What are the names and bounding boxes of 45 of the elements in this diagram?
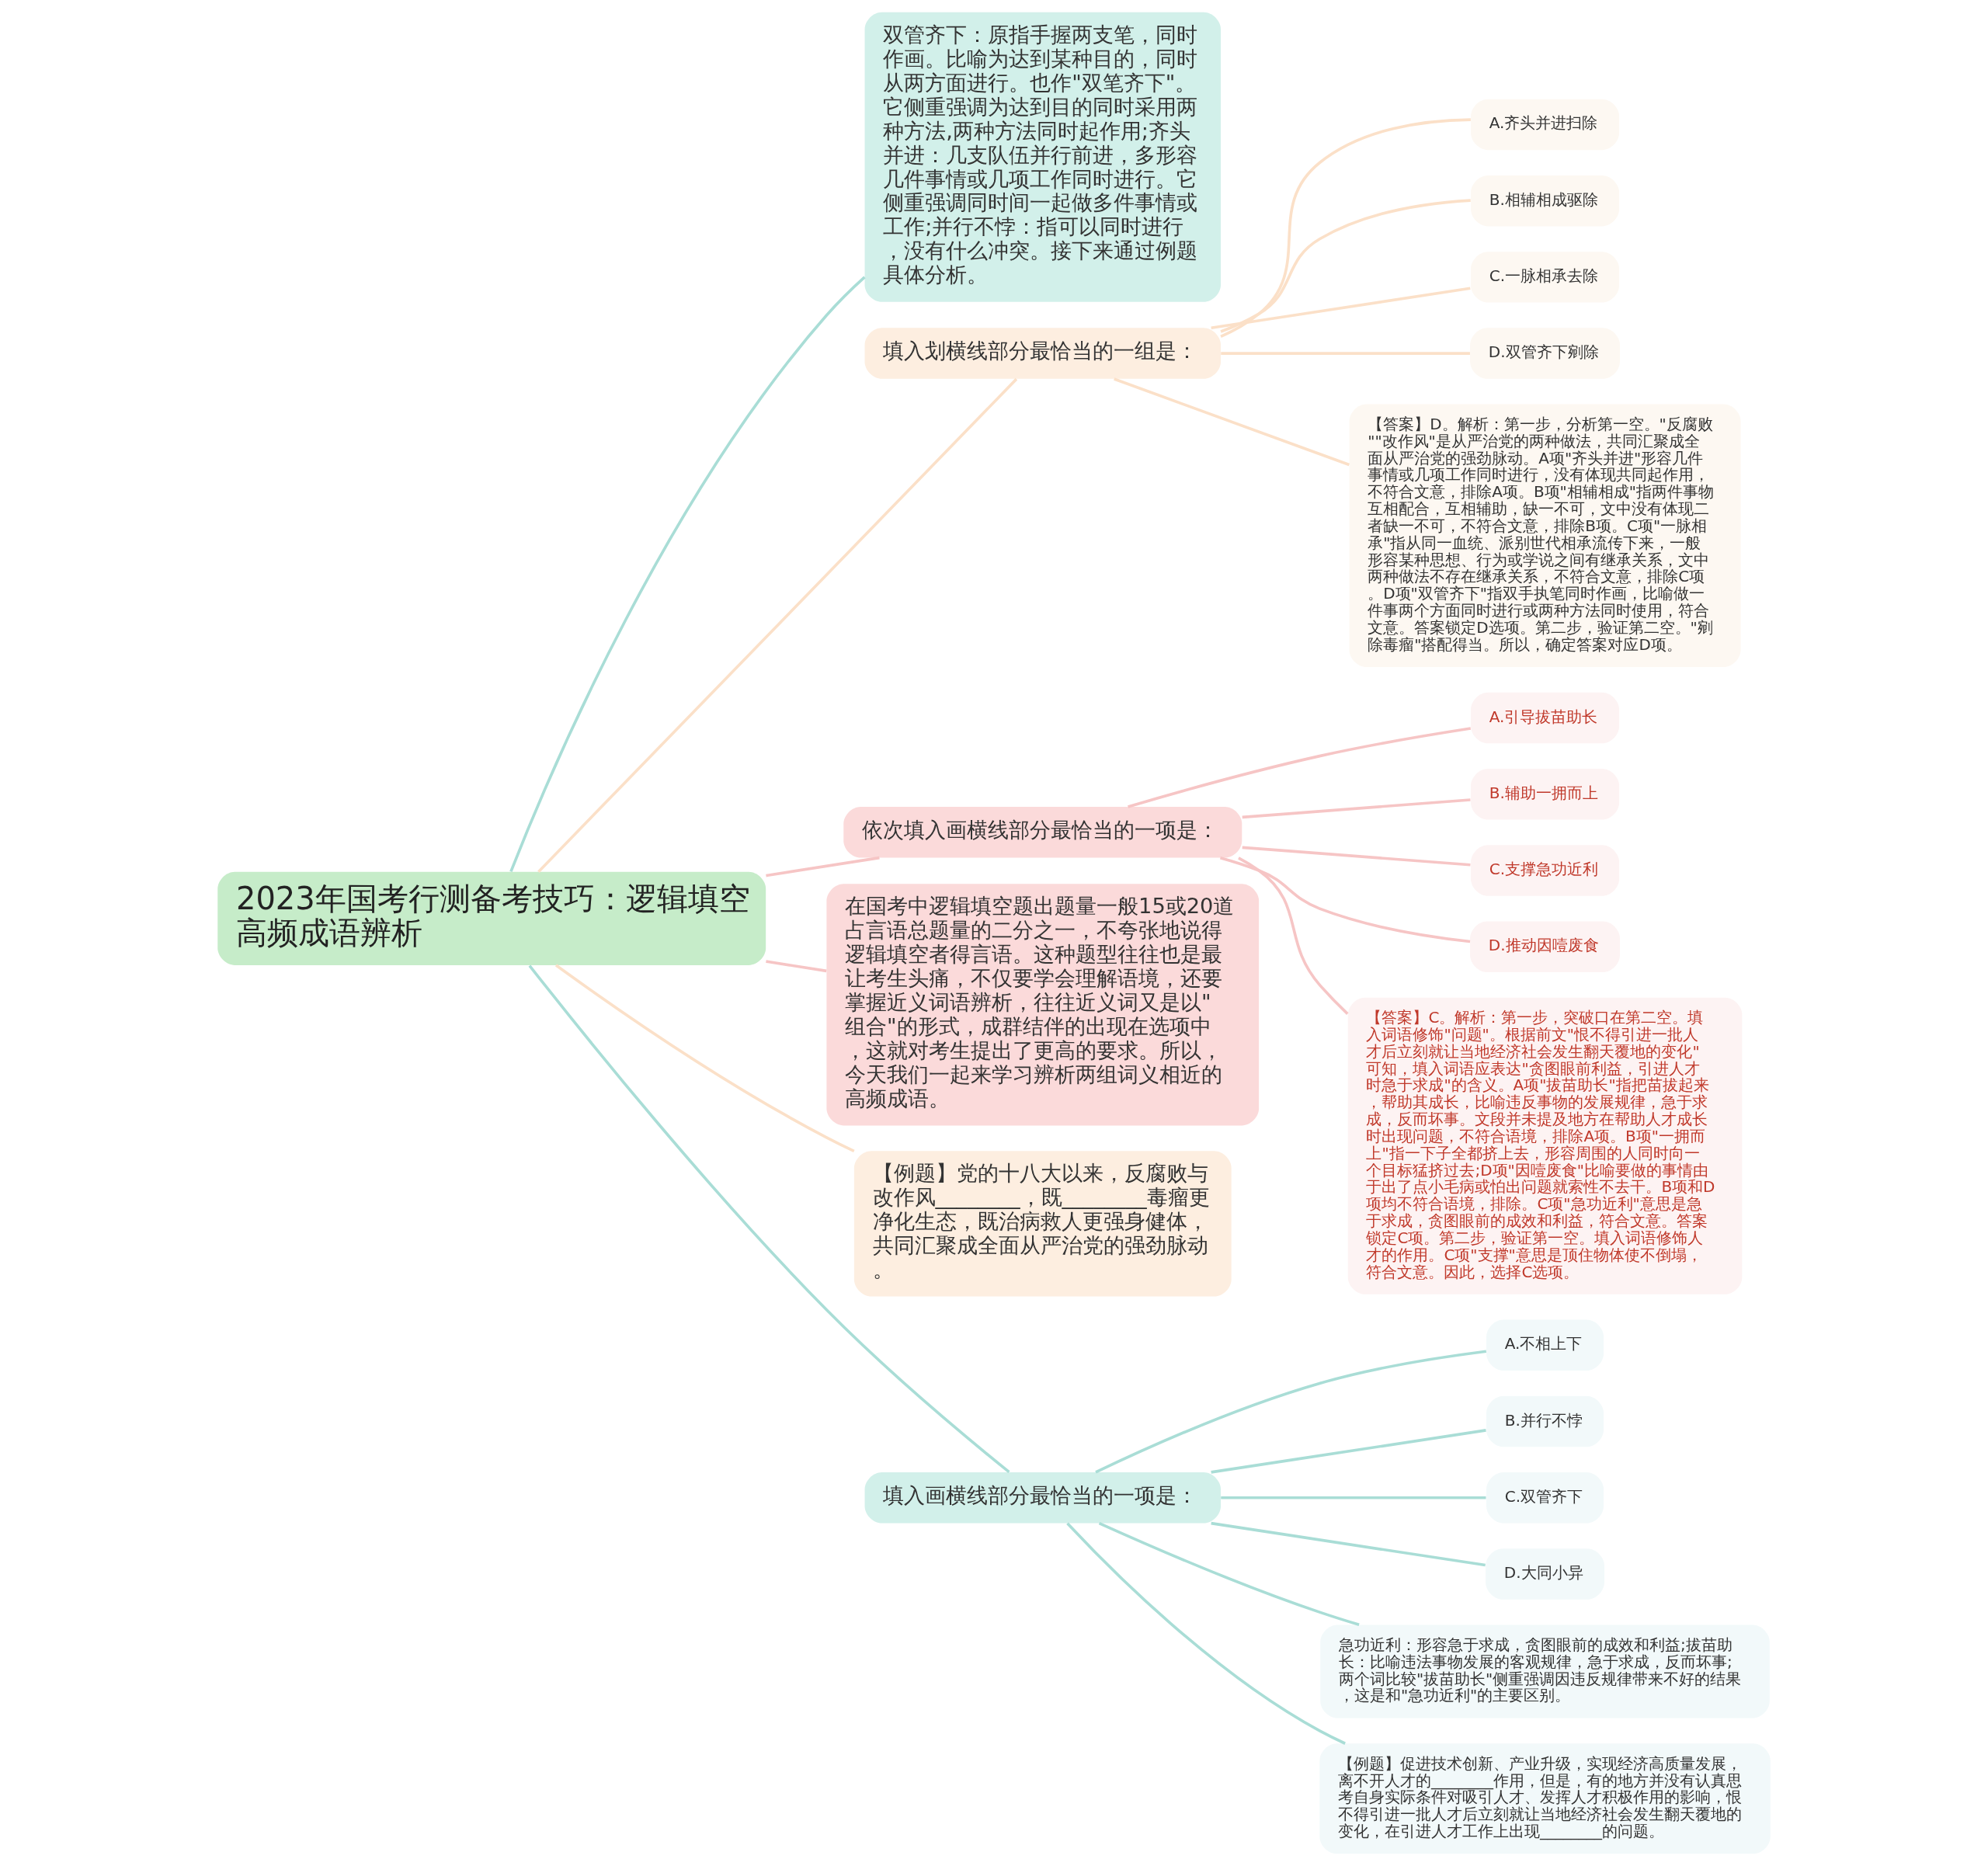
node-box: C.支撑急功近利: [1471, 845, 1620, 896]
connector: [1066, 1522, 1346, 1745]
connector: [1221, 352, 1470, 355]
node-box: B.辅助一拥而上: [1471, 769, 1620, 820]
connector: [1242, 846, 1471, 867]
node-box: 【答案】C。解析：第一步，突破口在第二空。填入词语修饰"问题"。根据前文"恨不得引进一批人才后立刻就让当地经济社会发生翻天覆地的变化"可知，填入词语应表达"贪图眼前利益，引进人才时急于求成"的含义。A项"拔苗助长"指把苗拔起来，帮助其成长，比喻违反事物的发展规律，急于求成，反而坏事。文段并未提及地方在帮助人才成长时出现问题，不符合语境，排除A项。B项"一拥而上"指一下子全都挤上去，形容周围的人同时向一个目标猛挤过去;D项"因噎废食"比喻要做的事情由于出了点小毛病或怕出问题就索性不去干。B项和D项均不符合语境，排除。C项"急功近利"意思是急于求成，贪图眼前的成效和利益，符合文意。答案锁定C项。第二步，验证第一空。填入词语修饰人才的作用。C项"支撑"意思是顶住物体使不倒塌，符合文意。因此，选择C选项。: [1347, 997, 1743, 1294]
connector: [1211, 287, 1471, 330]
connector: [766, 856, 880, 877]
connector: [528, 964, 1010, 1474]
connector: [1242, 798, 1471, 819]
node-box: 急功近利：形容急于求成，贪图眼前的成效和利益;拔苗助长：比喻违法事物发展的客观规律，急于求成，反而坏事;两个词比较"拔苗助长"侧重强调因违反规律带来不好的结果，这是和"急功近利"的主要区别。: [1320, 1624, 1770, 1718]
node-box: 【例题】党的十八大以来，反腐败与改作风________，既________毒瘤更净化生态，既治病救人更强身健体，共同汇聚成全面从严治党的强劲脉动。: [853, 1151, 1232, 1297]
node-box: 2023年国考行测备考技巧：逻辑填空高频成语辨析: [217, 871, 766, 965]
node-box: D.大同小异: [1486, 1548, 1604, 1600]
node-box: 依次填入画横线部分最恰当的一项是：: [843, 807, 1242, 858]
node-box: D.双管齐下剜除: [1470, 328, 1620, 379]
connector: [1095, 1350, 1487, 1474]
connector: [1211, 1521, 1486, 1567]
node-box: 【例题】促进技术创新、产业升级，实现经济高质量发展，离不开人才的________作用，但是，有的地方并没有认真思考自身实际条件对吸引人才、发挥人才积极作用的影响，恨不得引进一批人才后立刻就让当地经济社会发生翻天覆地的变化，在引进人才工作上出现________的问题。: [1319, 1743, 1771, 1854]
connector: [509, 276, 866, 873]
connector: [537, 377, 1018, 873]
node-box: A.引导拔苗助长: [1471, 692, 1620, 744]
node-box: B.相辅相成驱除: [1471, 175, 1620, 227]
connector: [766, 960, 827, 973]
node-box: 在国考中逻辑填空题出题量一般15或20道占言语总题量的二分之一，不夸张地说得逻辑填空者得言语。这种题型往往也是最让考生头痛，不仅要学会理解语境，还要掌握近义词语辨析，往往近义词又是以"组合"的形式，成群结伴的出现在选项中，这就对考生提出了更高的要求。所以，今天我们一起来学习辨析两组词义相近的高频成语。: [826, 884, 1260, 1126]
connector: [1220, 199, 1471, 333]
connector: [1114, 377, 1350, 467]
connector: [554, 964, 855, 1153]
node-box: 填入画横线部分最恰当的一项是：: [864, 1472, 1221, 1524]
node-box: 【答案】D。解析：第一步，分析第一空。"反腐败""改作风"是从严治党的两种做法，共同汇聚成全面从严治党的强劲脉动。A项"齐头并进"形容几件事情或几项工作同时进行，没有体现共同起作用，不符合文意，排除A项。B项"相辅相成"指两件事物互相配合，互相辅助，缺一不可，文中没有体现二者缺一不可，不符合文意，排除B项。C项"一脉相承"指从同一血统、派别世代相承流传下来，一般形容某种思想、行为或学说之间有继承关系，文中两种做法不存在继承关系，不符合文意，排除C项。D项"双管齐下"指双手执笔同时作画，比喻做一件事两个方面同时进行或两种方法同时使用，符合文意。答案锁定D选项。第二步，验证第二空。"剜除毒瘤"搭配得当。所以，确定答案对应D项。: [1349, 404, 1741, 667]
connector: [1128, 727, 1472, 808]
node-box: A.齐头并进扫除: [1471, 99, 1620, 151]
node-box: B.并行不悖: [1486, 1395, 1604, 1447]
node-box: A.不相上下: [1486, 1319, 1604, 1371]
node-box: 双管齐下：原指手握两支笔，同时作画。比喻为达到某种目的，同时从两方面进行。也作"双笔齐下"。它侧重强调为达到目的同时采用两种方法,两种方法同时起作用;齐头并进：几支队伍并行前进，多形容几件事情或几项工作同时进行。它侧重强调同时间一起做多件事情或工作;并行不悖：指可以同时进行，没有什么冲突。接下来通过例题具体分析。: [864, 12, 1221, 302]
node-box: C.一脉相承去除: [1471, 252, 1620, 303]
node-box: 填入划横线部分最恰当的一组是：: [864, 328, 1221, 379]
node-box: C.双管齐下: [1486, 1472, 1604, 1524]
connector: [1211, 1429, 1486, 1474]
connector: [1098, 1521, 1360, 1627]
connector: [1219, 857, 1471, 943]
connector: [1238, 857, 1349, 1015]
node-box: D.推动因噎废食: [1470, 921, 1620, 972]
connector: [1221, 1496, 1486, 1499]
connector: [1220, 118, 1471, 338]
